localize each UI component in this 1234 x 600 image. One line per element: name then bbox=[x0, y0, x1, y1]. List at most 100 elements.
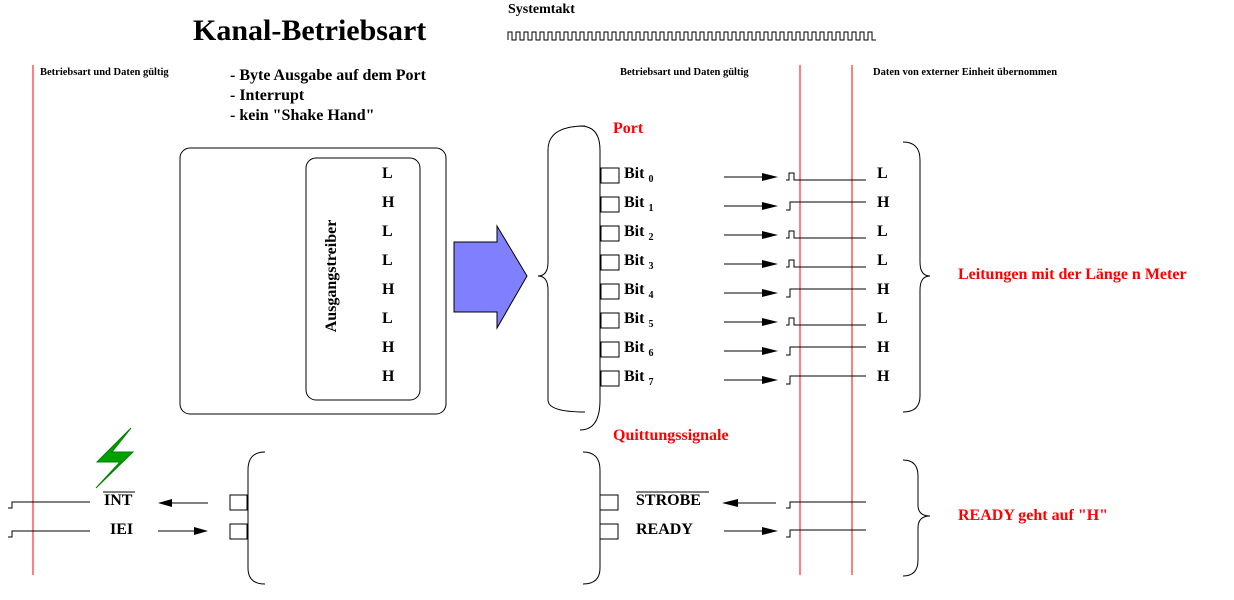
bit-arrow-head-3 bbox=[762, 260, 778, 268]
system-clock-signal bbox=[507, 31, 876, 41]
bit-arrow-head-6 bbox=[762, 347, 778, 355]
chip-box bbox=[179, 147, 447, 415]
bit-waveform-5 bbox=[786, 317, 866, 326]
iei-pin bbox=[229, 523, 248, 540]
bit-waveform-3 bbox=[786, 259, 866, 268]
bit-arrow-head-0 bbox=[762, 173, 778, 181]
strobe-signal-line bbox=[786, 501, 866, 509]
bit-word: Bit bbox=[624, 339, 649, 356]
driver-level-0: L bbox=[382, 165, 393, 182]
lightning-icon bbox=[95, 427, 135, 489]
bit-index: 2 bbox=[648, 232, 654, 244]
port-label: Port bbox=[613, 120, 644, 137]
bit-index: 3 bbox=[648, 261, 654, 273]
bit-label-6: Bit 6 bbox=[624, 339, 653, 359]
strobe-pin bbox=[599, 494, 619, 511]
header-right: Daten von externer Einheit übernommen bbox=[873, 67, 1058, 78]
bit-label-1: Bit 1 bbox=[624, 194, 653, 214]
iei-label: IEI bbox=[110, 521, 134, 538]
header-middle: Betriebsart und Daten gültig bbox=[620, 67, 749, 78]
iei-signal-line bbox=[8, 530, 90, 538]
bit-word: Bit bbox=[624, 252, 649, 269]
bit-word: Bit bbox=[624, 281, 649, 298]
port-brace-right bbox=[579, 125, 601, 431]
driver-label: Ausgangstreiber bbox=[323, 219, 340, 333]
line-level-5: L bbox=[877, 310, 888, 327]
bit-word: Bit bbox=[624, 194, 649, 211]
bit-waveform-2 bbox=[786, 230, 866, 239]
ready-signal-line bbox=[786, 529, 866, 538]
bit-index: 6 bbox=[648, 348, 654, 360]
line-level-1: H bbox=[877, 194, 890, 211]
bit-arrow-head-7 bbox=[762, 376, 778, 384]
page-title: Kanal-Betriebsart bbox=[193, 14, 427, 47]
ack-brace-left bbox=[247, 451, 266, 585]
bit-waveform-1 bbox=[786, 201, 866, 211]
line-level-3: L bbox=[877, 252, 888, 269]
iei-arrow-head bbox=[194, 527, 208, 535]
bit-pin-2 bbox=[600, 225, 620, 242]
mode-line-1: - Byte Ausgabe auf dem Port bbox=[230, 67, 426, 84]
driver-level-7: H bbox=[382, 368, 395, 385]
ack-brace-right bbox=[582, 451, 601, 585]
bit-pin-6 bbox=[600, 341, 620, 358]
int-pin bbox=[229, 494, 248, 511]
driver-box bbox=[305, 157, 421, 401]
bit-word: Bit bbox=[624, 310, 649, 327]
bit-pin-1 bbox=[600, 196, 620, 213]
port-brace-left bbox=[537, 125, 586, 413]
header-left: Betriebsart und Daten gültig bbox=[40, 67, 169, 78]
bit-waveform-7 bbox=[786, 375, 866, 385]
ready-brace bbox=[902, 459, 931, 577]
systemtakt-label: Systemtakt bbox=[508, 2, 575, 17]
bit-pin-5 bbox=[600, 312, 620, 329]
int-label: INT bbox=[104, 492, 133, 509]
driver-level-1: H bbox=[382, 194, 395, 211]
bit-arrow-head-5 bbox=[762, 318, 778, 326]
bit-waveform-6 bbox=[786, 346, 866, 356]
bit-arrow-head-1 bbox=[762, 202, 778, 210]
driver-level-3: L bbox=[382, 252, 393, 269]
bit-index: 7 bbox=[648, 377, 654, 389]
int-arrow-head bbox=[158, 499, 172, 507]
bit-label-0: Bit 0 bbox=[624, 165, 653, 185]
line-level-4: H bbox=[877, 281, 890, 298]
line-level-6: H bbox=[877, 339, 890, 356]
int-signal-line bbox=[8, 501, 90, 509]
bit-arrow-head-2 bbox=[762, 231, 778, 239]
driver-level-4: H bbox=[382, 281, 395, 298]
bit-arrow-head-4 bbox=[762, 289, 778, 297]
ready-pin bbox=[599, 523, 619, 540]
strobe-label: STROBE bbox=[636, 492, 701, 509]
bit-word: Bit bbox=[624, 223, 649, 240]
driver-level-2: L bbox=[382, 223, 393, 240]
strobe-arrow-head bbox=[722, 499, 738, 507]
line-level-2: L bbox=[877, 223, 888, 240]
ack-label: Quittungssignale bbox=[613, 427, 729, 444]
data-flow-arrow bbox=[453, 224, 528, 330]
bit-pin-3 bbox=[600, 254, 620, 271]
bit-label-2: Bit 2 bbox=[624, 223, 653, 243]
ready-arrow-head bbox=[762, 527, 778, 535]
bit-label-7: Bit 7 bbox=[624, 368, 653, 388]
line-level-7: H bbox=[877, 368, 890, 385]
bit-word: Bit bbox=[624, 368, 649, 385]
bit-index: 0 bbox=[648, 174, 654, 186]
bit-waveform-4 bbox=[786, 288, 866, 298]
bit-word: Bit bbox=[624, 165, 649, 182]
lines-label: Leitungen mit der Länge n Meter bbox=[958, 266, 1187, 283]
bit-label-5: Bit 5 bbox=[624, 310, 653, 330]
bit-pin-7 bbox=[600, 370, 620, 387]
bit-pin-4 bbox=[600, 283, 620, 300]
ready-label: READY bbox=[636, 521, 693, 538]
bit-index: 5 bbox=[648, 319, 654, 331]
bit-label-4: Bit 4 bbox=[624, 281, 653, 301]
bit-pin-0 bbox=[600, 167, 620, 184]
mode-line-3: - kein "Shake Hand" bbox=[230, 107, 375, 124]
driver-level-5: L bbox=[382, 310, 393, 327]
line-level-0: L bbox=[877, 165, 888, 182]
driver-level-6: H bbox=[382, 339, 395, 356]
bit-label-3: Bit 3 bbox=[624, 252, 653, 272]
bit-index: 4 bbox=[648, 290, 654, 302]
